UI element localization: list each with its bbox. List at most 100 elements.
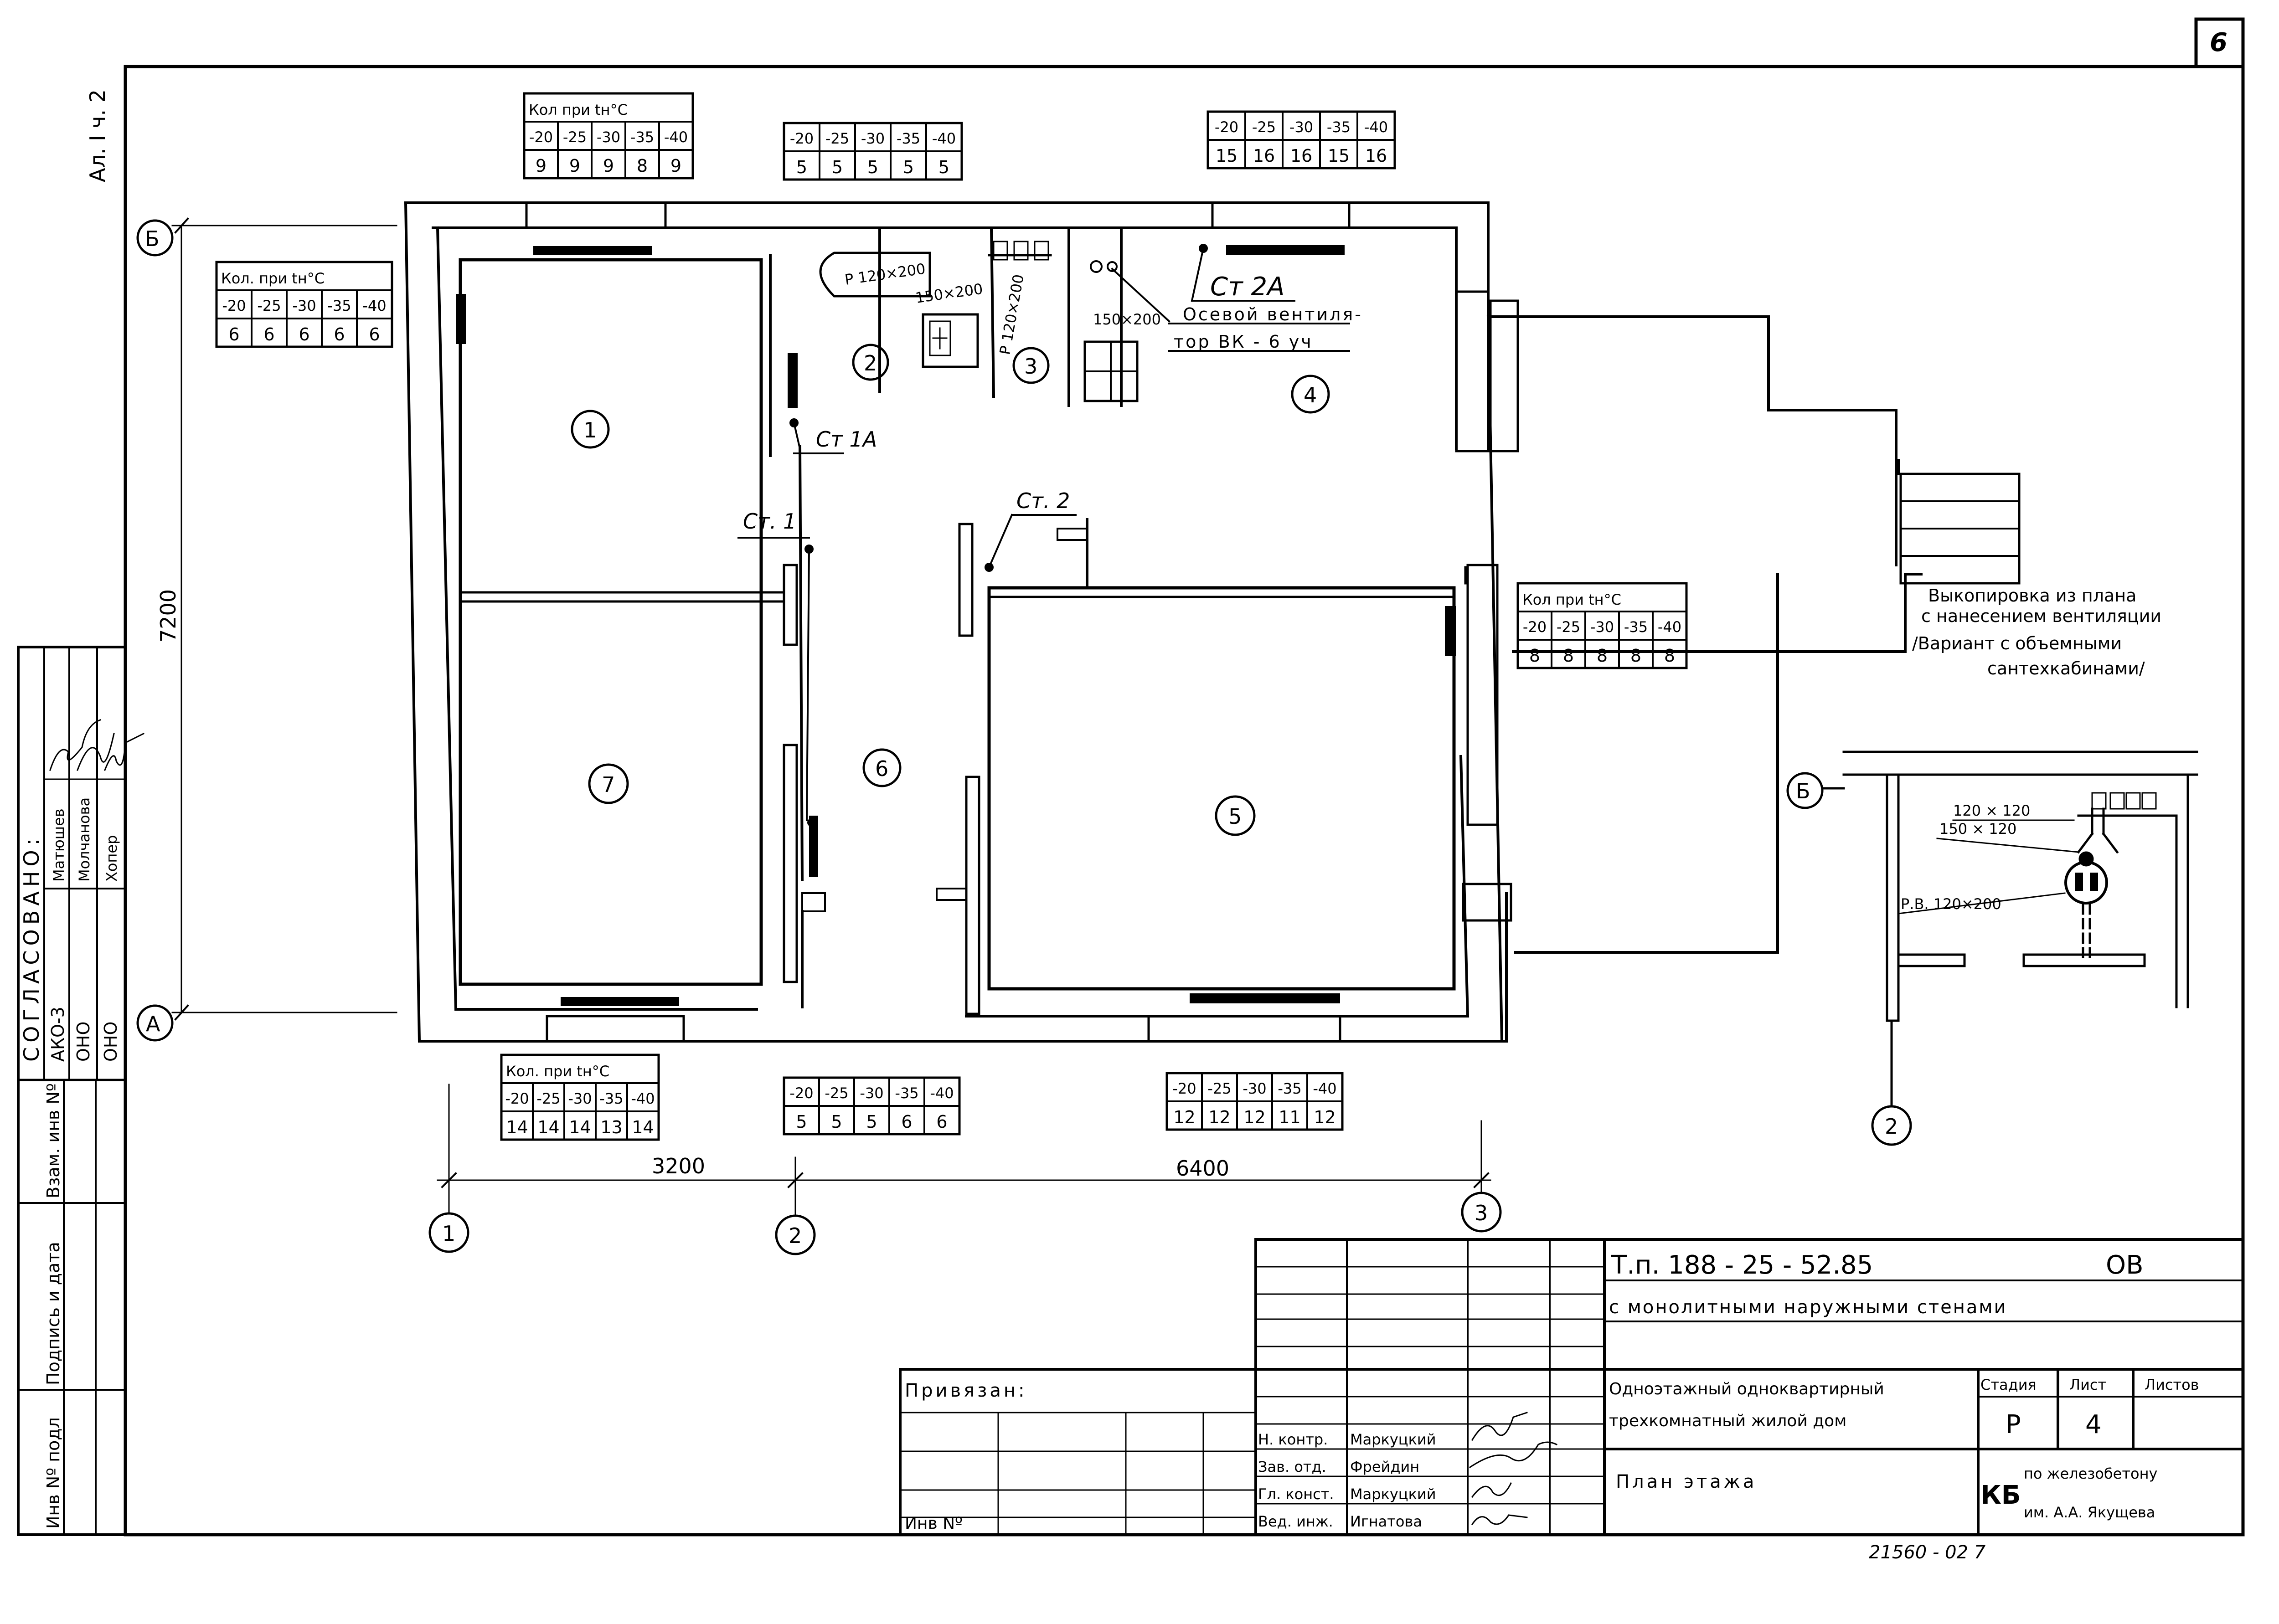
detail-label-3: Р.В. 120×200 xyxy=(1901,895,2001,913)
room-6-number: 6 xyxy=(875,756,888,781)
heater-temp-cell: -20 xyxy=(505,1090,529,1107)
heater-count-cell: 5 xyxy=(903,157,914,177)
heater-count-cell: 16 xyxy=(1253,146,1275,166)
heater-count-cell: 15 xyxy=(1328,146,1350,166)
heater-table-1-header: Кол при tн°C xyxy=(529,101,628,118)
window-openings xyxy=(525,201,1467,1043)
approval-strip: СОГЛАСОВАНО: АКО-3 ОНО ОНО Матюшев Молча… xyxy=(17,646,145,1536)
note-line-1: Выкопировка из плана xyxy=(1928,586,2136,606)
field-signature-date: Подпись и дата xyxy=(43,1242,63,1385)
heater-temp-cell: -35 xyxy=(1278,1080,1301,1097)
heater-count-cell: 8 xyxy=(1664,646,1675,666)
sheet-number: 4 xyxy=(2085,1410,2102,1439)
detail-label-2: 150 × 120 xyxy=(1939,820,2016,838)
approval-org-3: ОНО xyxy=(101,1022,121,1062)
name-3: Маркуцкий xyxy=(1350,1485,1436,1503)
heater-count-cell: 14 xyxy=(569,1117,591,1137)
note-line-2: с нанесением вентиляции xyxy=(1921,606,2161,626)
fan-label-line-1: Осевой вентиля- xyxy=(1183,304,1363,324)
approval-name-2: Молчанова xyxy=(76,797,93,882)
room-2-number: 2 xyxy=(864,351,877,375)
duct-label-1: Р 120×200 xyxy=(844,260,927,288)
heater-count-cell: 6 xyxy=(263,324,274,344)
privyazan-label: Привязан: xyxy=(905,1380,1027,1401)
heater-temp-cell: -30 xyxy=(861,130,885,147)
room-1-7-contour xyxy=(459,258,763,986)
room-numbers: 1 2 3 4 5 6 7 xyxy=(571,344,1330,836)
heater-count-cell: 9 xyxy=(536,156,547,176)
heater-temp-cell: -35 xyxy=(1624,618,1648,636)
signature-3 xyxy=(1471,1482,1512,1498)
heater-count-cell: 8 xyxy=(1597,646,1608,666)
inv-label: Инв Nº xyxy=(905,1514,963,1533)
heater-count-cell: 8 xyxy=(1529,646,1540,666)
riser-st2-label: Ст. 2 xyxy=(1016,488,1070,513)
name-1: Маркуцкий xyxy=(1350,1431,1436,1448)
axis-b-label: Б xyxy=(145,226,160,251)
heater-count-cell: 12 xyxy=(1173,1107,1195,1127)
heater-temp-cell: -40 xyxy=(1658,618,1681,636)
approval-name-1: Матюшев xyxy=(50,808,67,882)
heater-temp-cell: -40 xyxy=(664,128,688,146)
heater-count-cell: 13 xyxy=(600,1117,622,1137)
heater-temp-cell: -35 xyxy=(327,297,351,314)
heater-temp-cell: -25 xyxy=(536,1090,560,1107)
heater-temp-cell: -25 xyxy=(1252,118,1276,136)
title-block: Привязан: Инв Nº Т.п. 188 - 25 - 52.85 О… xyxy=(899,1238,2244,1536)
heater-temp-cell: -20 xyxy=(529,128,553,146)
approval-signature-2 xyxy=(77,733,115,771)
detail-label-1: 120 × 120 xyxy=(1953,802,2030,819)
heater-count-cell: 5 xyxy=(866,1112,877,1132)
approval-signature-3 xyxy=(104,732,145,771)
heater-temp-cell: -20 xyxy=(789,1084,813,1102)
heater-temp-cell: -30 xyxy=(1243,1080,1266,1097)
approval-title: СОГЛАСОВАНО: xyxy=(19,834,44,1062)
signature-2 xyxy=(1469,1441,1558,1469)
dim-3200: 3200 xyxy=(652,1154,705,1178)
heater-count-cell: 6 xyxy=(228,324,239,344)
sheet-mark-box xyxy=(2194,17,2245,68)
name-4: Игнатова xyxy=(1350,1513,1422,1530)
heater-temp-cell: -30 xyxy=(597,128,620,146)
detail-axis-2: 2 xyxy=(1885,1114,1898,1139)
extract-note: Выкопировка из плана с нанесением вентил… xyxy=(1912,586,2161,678)
heater-count-cell: 14 xyxy=(632,1117,654,1137)
room-4-number: 4 xyxy=(1304,383,1317,407)
sheet-title: План этажа xyxy=(1616,1471,1757,1492)
sheets-header: Листов xyxy=(2145,1376,2199,1393)
heater-temp-cell: -35 xyxy=(630,128,654,146)
album-reference: Ал. I ч. 2 xyxy=(85,89,110,182)
heater-temp-cell: -30 xyxy=(1289,118,1313,136)
heater-count-cell: 6 xyxy=(299,324,309,344)
drawing-code: Т.п. 188 - 25 - 52.85 xyxy=(1611,1250,1873,1280)
stage-value: Р xyxy=(2006,1410,2021,1439)
heater-count-cell: 15 xyxy=(1216,146,1237,166)
heater-temp-cell: -40 xyxy=(932,130,956,147)
heater-count-cell: 8 xyxy=(1563,646,1574,666)
duct-label-4: 150×200 xyxy=(1093,311,1161,328)
room-3-number: 3 xyxy=(1024,354,1037,379)
heater-temp-cell: -40 xyxy=(1313,1080,1336,1097)
duct-label-3: Р 120×200 xyxy=(996,273,1027,356)
heater-temp-cell: -30 xyxy=(292,297,316,314)
dim-6400: 6400 xyxy=(1176,1156,1229,1181)
heater-count-cell: 5 xyxy=(796,157,807,177)
riser-st1-label: Ст. 1 xyxy=(743,509,796,534)
field-inv-podl: Инв Nº подл xyxy=(43,1417,63,1529)
riser-st2a-label: Ст 2А xyxy=(1210,272,1284,302)
approval-name-3: Хопер xyxy=(103,835,120,882)
drawing-code-suffix: ОВ xyxy=(2106,1250,2144,1280)
heater-count-cell: 16 xyxy=(1290,146,1312,166)
axis-a-label: А xyxy=(146,1012,160,1036)
heater-temp-cell: -35 xyxy=(897,130,920,147)
room-1-number: 1 xyxy=(583,418,597,442)
axis-markers: Б А 7200 1 2 3 3200 6400 xyxy=(136,217,1502,1255)
heater-temp-cell: -40 xyxy=(631,1090,655,1107)
heater-temp-cell: -25 xyxy=(825,130,849,147)
building-line-1: Одноэтажный одноквартирный xyxy=(1609,1380,1884,1398)
heater-count-cell: 12 xyxy=(1243,1107,1265,1127)
approval-org-2: ОНО xyxy=(73,1022,93,1062)
